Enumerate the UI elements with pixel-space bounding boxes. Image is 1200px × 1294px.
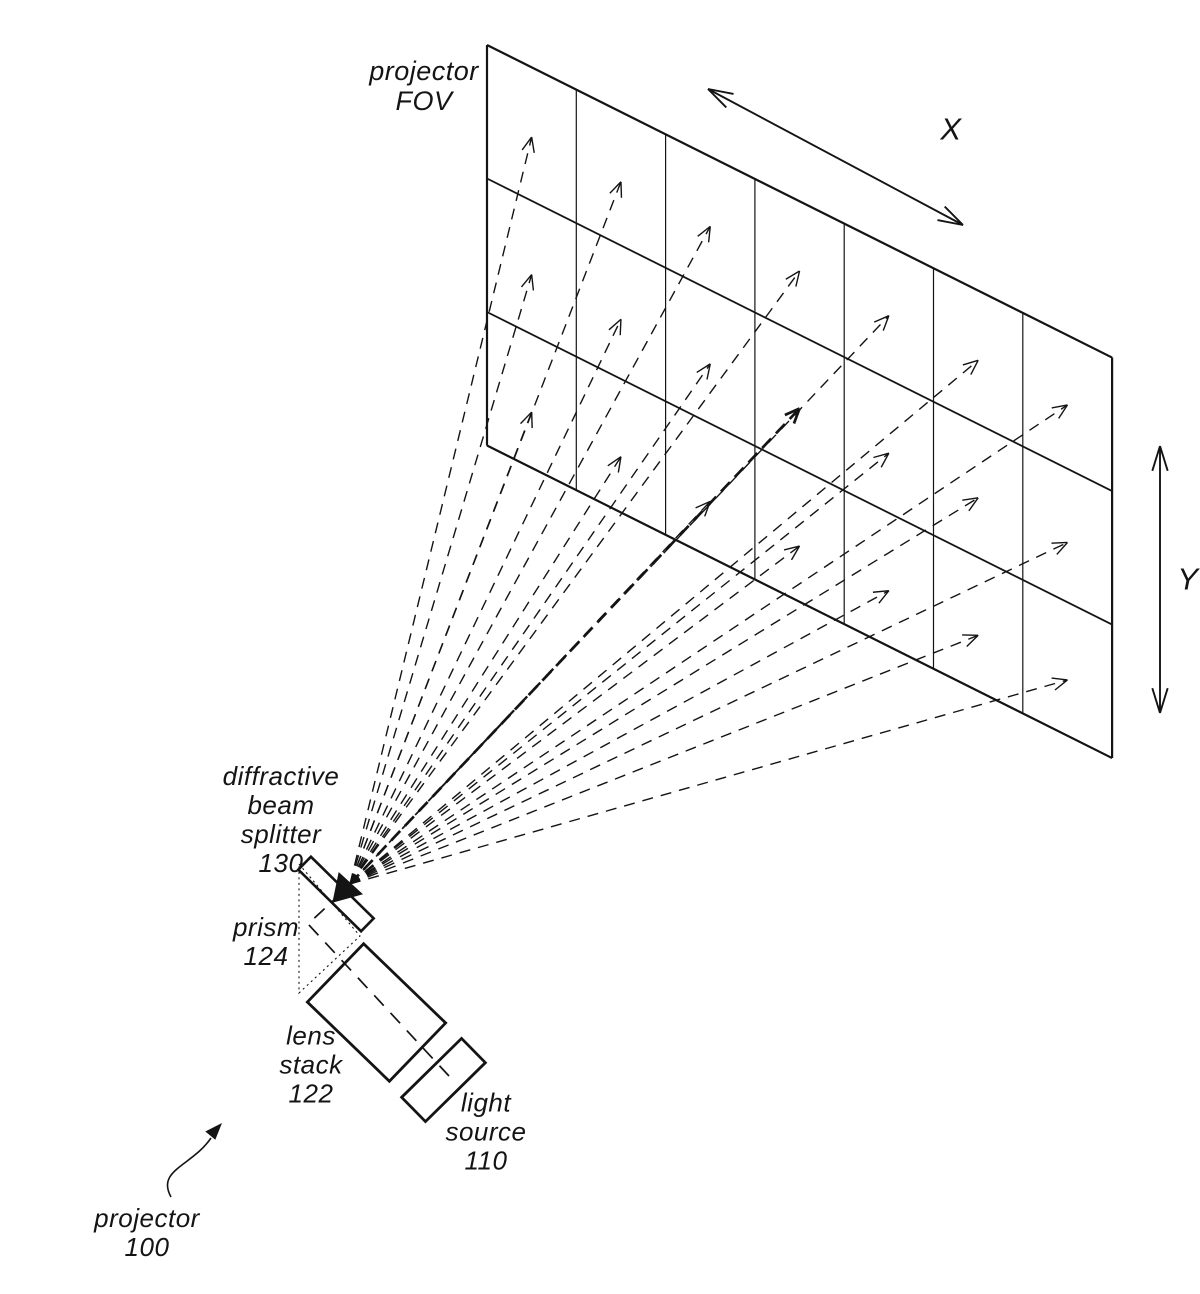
pointer-curve [166, 1137, 212, 1198]
y-axis-arrow [1151, 445, 1169, 714]
diffracted-ray [349, 545, 801, 885]
x-axis-label: X [940, 111, 962, 147]
diffracted-ray [349, 677, 1068, 885]
lens-stack-body [305, 941, 448, 1084]
diffracted-ray [349, 452, 890, 885]
x-axis-arrow [707, 88, 964, 226]
beam-convergence-spot [332, 872, 364, 903]
fov-grid [485, 44, 1114, 760]
prism-body [298, 862, 361, 995]
pointer-arrowhead [205, 1123, 222, 1140]
diffractive-beam-splitter-label: diffractive beam splitter 130 [222, 760, 340, 879]
projector-fov-label: projector FOV [369, 55, 479, 116]
diffracted-ray [349, 274, 535, 885]
axis-arrows [707, 88, 1169, 714]
diffracted-ray [349, 497, 979, 885]
projector-label: projector 100 [94, 1202, 200, 1262]
diffracted-ray [349, 589, 890, 885]
diffracted-ray [349, 315, 890, 885]
diffracted-ray [349, 318, 622, 885]
diffracted-ray [349, 404, 1069, 885]
prism-label: prism 124 [232, 911, 300, 971]
diffracted-ray [349, 456, 622, 885]
y-axis-label: Y [1177, 561, 1199, 597]
lens-stack-label: lens stack 122 [279, 1020, 343, 1109]
light-source-body [399, 1036, 488, 1124]
diffracted-ray [349, 181, 623, 885]
diffracted-ray-fan [349, 136, 1069, 885]
diffracted-ray [349, 359, 979, 885]
light-source-label: light source 110 [445, 1087, 527, 1176]
diffracted-ray [349, 541, 1068, 885]
projector-pointer-arrow [166, 1123, 222, 1198]
diffracted-ray [349, 270, 801, 885]
diffracted-ray [349, 363, 711, 885]
diffracted-ray [349, 634, 979, 885]
diffracted-ray [349, 225, 711, 885]
projector-components [296, 854, 488, 1124]
diffracted-ray [349, 136, 535, 885]
